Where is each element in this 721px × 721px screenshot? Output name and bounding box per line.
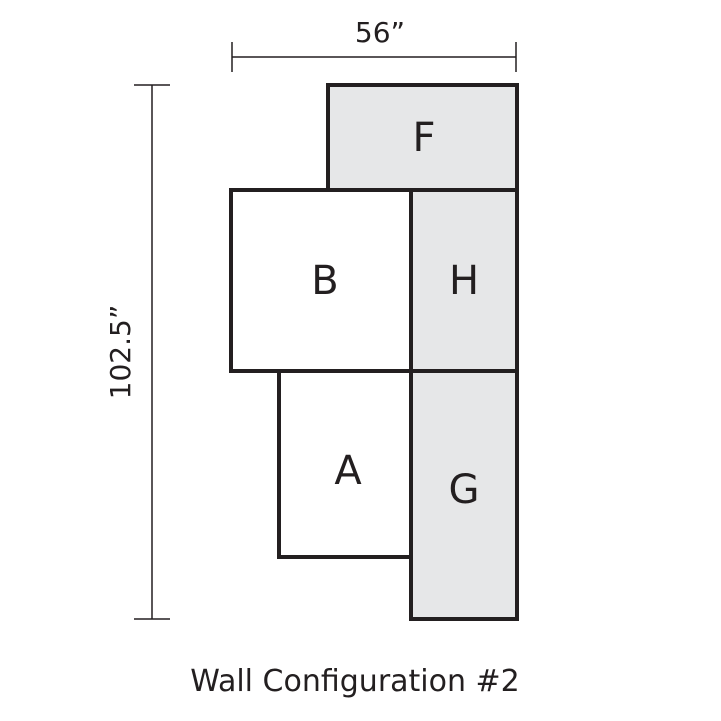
height-dimension: 102.5” <box>104 84 170 620</box>
width-dimension-label: 56” <box>355 16 405 49</box>
panel-g-shape <box>409 369 519 621</box>
height-dimension-label: 102.5” <box>104 305 137 400</box>
panel-f-label: F <box>412 115 435 161</box>
panel-g-label: G <box>449 467 480 513</box>
panel-g: G <box>409 369 519 621</box>
panel-b-label: B <box>311 258 338 304</box>
panel-b: B <box>229 188 413 373</box>
width-dimension: 56” <box>231 16 517 72</box>
panel-b-shape <box>229 188 413 373</box>
panel-h: H <box>409 188 519 373</box>
panel-a: A <box>277 369 413 559</box>
panel-f: F <box>326 83 519 192</box>
diagram-caption: Wall Configuration #2 <box>190 664 520 699</box>
panel-h-label: H <box>449 258 479 304</box>
panel-a-label: A <box>334 448 362 494</box>
